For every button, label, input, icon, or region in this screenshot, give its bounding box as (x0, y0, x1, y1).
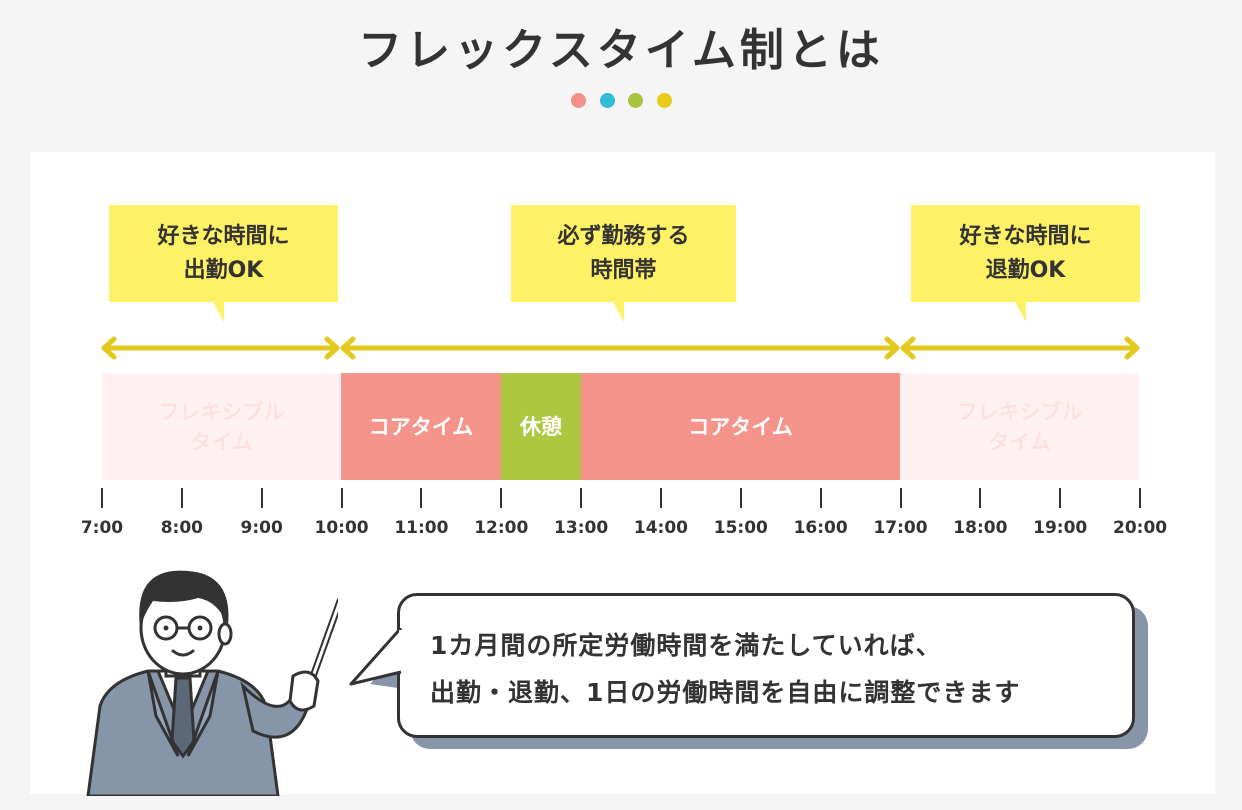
axis-tick-label: 18:00 (953, 518, 1008, 538)
axis-tick (260, 488, 263, 508)
speech-text: 1カ月間の所定労働時間を満たしていれば、 出勤・退勤、1日の労働時間を自由に調整… (430, 622, 1130, 716)
axis-tick-label: 20:00 (1112, 518, 1168, 538)
axis-tick-label: 13:00 (554, 518, 609, 538)
axis-tick-label: 8:00 (160, 518, 203, 538)
axis-tick (819, 488, 822, 508)
segment-break: 休憩 (501, 373, 581, 480)
axis-tick-label: 14:00 (633, 518, 688, 538)
axis-tick (420, 488, 423, 508)
callout-tail (612, 300, 624, 322)
axis-tick-label: 15:00 (713, 518, 768, 538)
segment-core-morning: コアタイム (341, 373, 501, 480)
axis-tick-label: 11:00 (394, 518, 449, 538)
page-title: フレックスタイム制とは (358, 25, 884, 76)
dot-pink (571, 93, 586, 108)
dot-cyan (600, 93, 615, 108)
axis-tick-label: 9:00 (240, 518, 283, 538)
callout-start: 好きな時間に 出勤OK (109, 205, 338, 322)
callout-core: 必ず勤務する 時間帯 (511, 205, 736, 322)
callout-tail (212, 300, 224, 322)
axis-tick-label: 16:00 (793, 518, 848, 538)
businessman-illustration (86, 570, 338, 796)
axis-tick-label: 7:00 (80, 518, 124, 538)
callout-end-text: 好きな時間に 退勤OK (959, 223, 1092, 283)
speech-line-2: 出勤・退勤、1日の労働時間を自由に調整できます (430, 678, 1021, 707)
axis-tick (500, 488, 503, 508)
callout-start-text: 好きな時間に 出勤OK (157, 223, 290, 283)
axis-tick (580, 488, 583, 508)
axis-tick (979, 488, 982, 508)
segment-core-afternoon: コアタイム (581, 373, 900, 480)
axis-tick-label: 19:00 (1033, 518, 1088, 538)
axis-tick (739, 488, 742, 508)
axis-tick-label: 10:00 (314, 518, 369, 538)
arrow-core (340, 336, 900, 360)
segment-flexible-end: フレキシブル タイム (900, 373, 1139, 480)
axis-tick (101, 488, 103, 508)
axis-tick (1059, 488, 1062, 508)
dot-green (628, 93, 643, 108)
callout-end: 好きな時間に 退勤OK (911, 205, 1140, 322)
axis-tick (340, 488, 343, 508)
range-arrows (101, 336, 1140, 360)
axis-tick (899, 488, 902, 508)
axis-tick (180, 488, 183, 508)
axis-tick-label: 17:00 (873, 518, 928, 538)
speech-bubble-tail (349, 628, 405, 686)
speech-line-1: 1カ月間の所定労働時間を満たしていれば、 (430, 631, 942, 660)
axis-tick-label: 12:00 (474, 518, 529, 538)
arrow-flexible-end (900, 336, 1140, 360)
callout-tail (1014, 300, 1026, 322)
speech-bubble (397, 593, 1135, 738)
segment-flexible-start: フレキシブル タイム (102, 373, 341, 480)
arrow-flexible-start (101, 336, 340, 360)
axis-tick (1139, 488, 1142, 508)
dot-yellow (657, 93, 672, 108)
axis-tick (659, 488, 662, 508)
callout-core-text: 必ず勤務する 時間帯 (557, 223, 690, 283)
